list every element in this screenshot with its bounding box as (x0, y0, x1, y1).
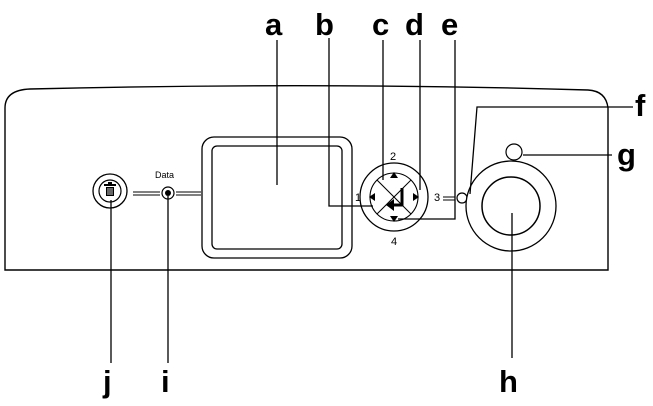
button-number-2: 2 (390, 151, 396, 163)
callout-b: b (315, 7, 334, 42)
callout-g: g (617, 137, 636, 172)
callout-e: e (441, 7, 458, 42)
callout-c: c (372, 7, 389, 42)
down-arrow-icon[interactable] (390, 216, 398, 222)
data-light-label: Data (155, 170, 174, 180)
callout-a: a (265, 7, 283, 42)
right-arrow-icon[interactable] (413, 193, 419, 201)
navigation-pad[interactable] (359, 162, 429, 232)
callout-d: d (405, 7, 424, 42)
button-number-4: 4 (391, 236, 397, 248)
power-light (505, 143, 523, 161)
button-number-1: 1 (355, 192, 361, 204)
cancel-button[interactable] (92, 173, 128, 209)
button-number-3: 3 (434, 192, 440, 204)
trash-icon (104, 182, 116, 196)
callout-j: j (102, 364, 112, 399)
callout-f: f (635, 88, 646, 123)
ready-light (456, 192, 468, 204)
enter-arrow-icon[interactable] (386, 188, 404, 211)
callout-i: i (161, 364, 170, 399)
up-arrow-icon[interactable] (390, 172, 398, 178)
leader-lines (110, 38, 633, 363)
left-arrow-icon[interactable] (369, 193, 375, 201)
power-button[interactable] (465, 160, 557, 252)
callout-h: h (499, 364, 518, 399)
